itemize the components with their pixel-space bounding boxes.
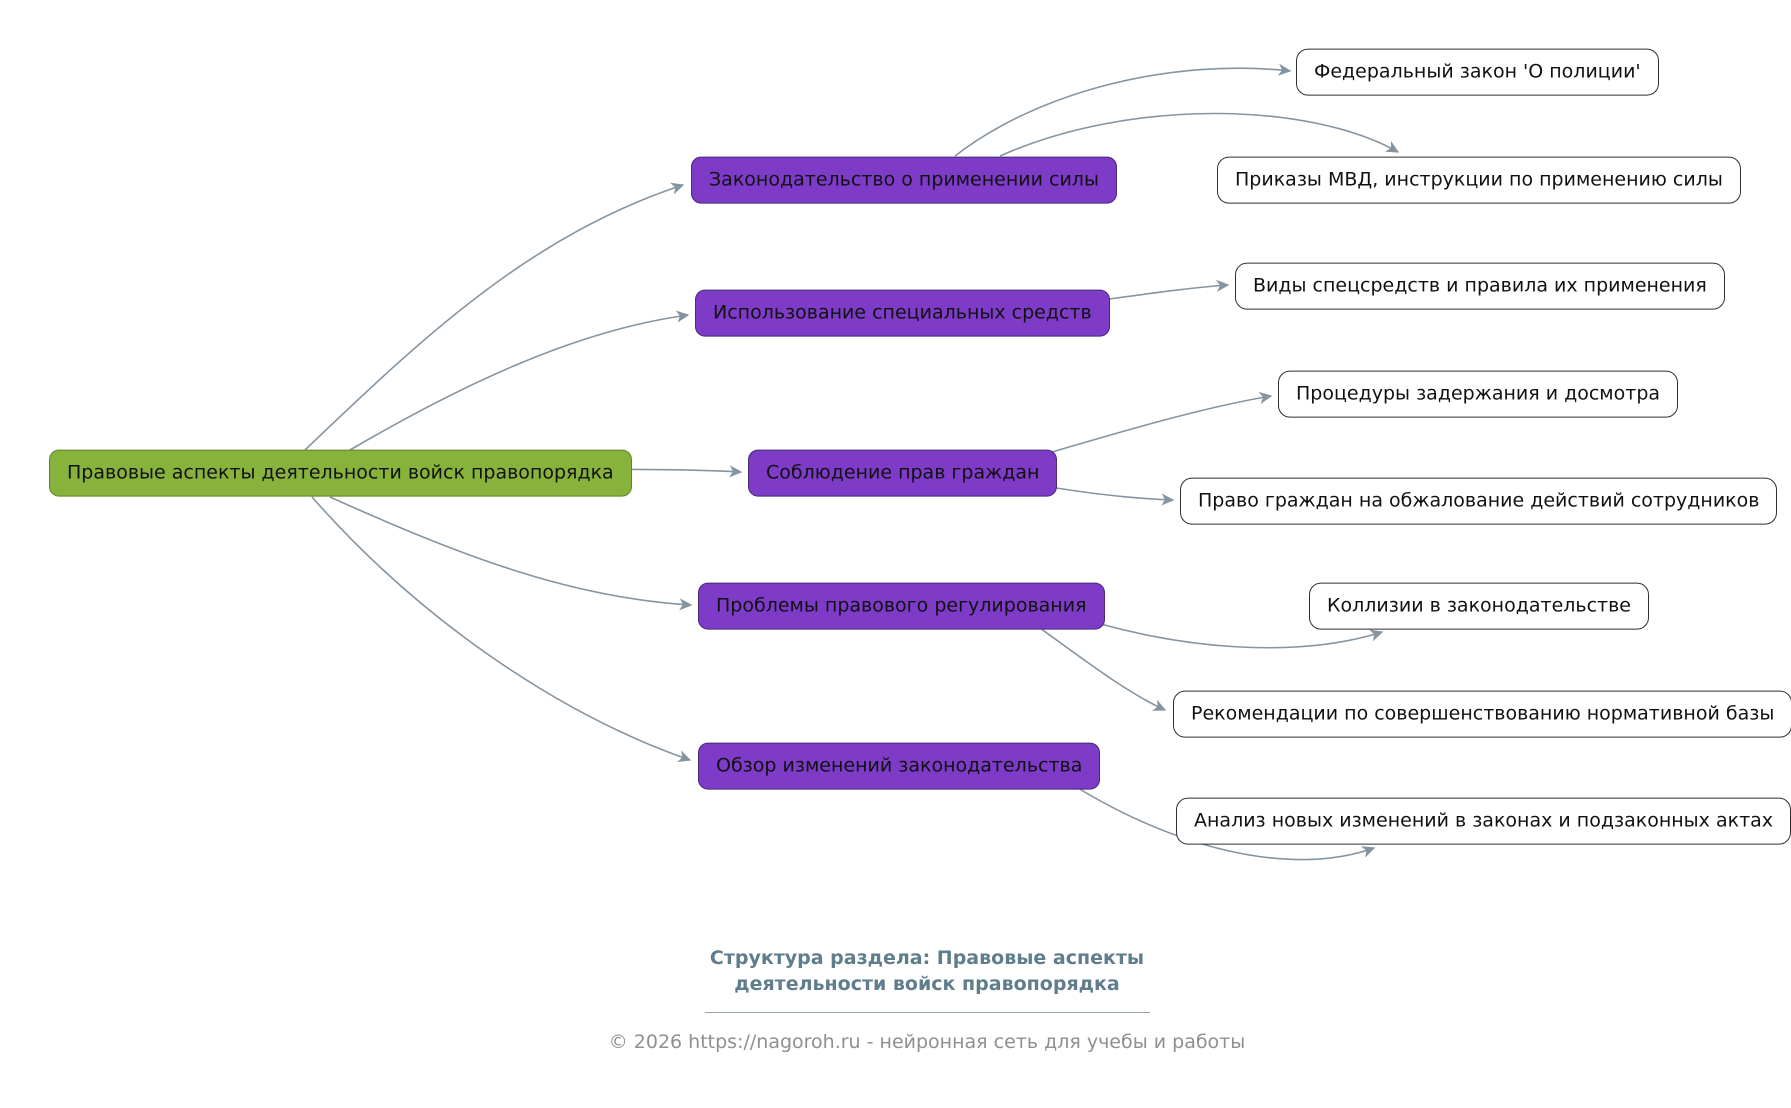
branch-node-legislation-on-force: Законодательство о применении силы xyxy=(691,156,1117,204)
leaf-node-normative-base-recommendations: Рекомендации по совершенствованию нормат… xyxy=(1173,690,1791,738)
branch-node-legislation-changes-review: Обзор изменений законодательства xyxy=(698,742,1101,790)
footer: Структура раздела: Правовые аспекты деят… xyxy=(547,946,1307,1053)
branch-node-legal-regulation-problems: Проблемы правового регулирования xyxy=(698,582,1105,630)
footer-divider xyxy=(704,1012,1150,1014)
footer-title-line1: Структура раздела: Правовые аспекты xyxy=(709,947,1145,969)
leaf-node-special-means-types: Виды спецсредств и правила их применения xyxy=(1235,262,1725,310)
branch-node-special-means: Использование специальных средств xyxy=(695,289,1110,337)
leaf-node-legislation-collisions: Коллизии в законодательстве xyxy=(1309,582,1649,630)
root-node: Правовые аспекты деятельности войск прав… xyxy=(49,449,632,497)
edge-branch0-leaf0 xyxy=(954,63,1292,157)
leaf-node-new-changes-analysis: Анализ новых изменений в законах и подза… xyxy=(1176,797,1791,845)
edge-branch0-leaf1 xyxy=(999,112,1400,157)
copyright-text: © 2026 https://nagoroh.ru - нейронная се… xyxy=(608,1031,1246,1054)
branch-node-citizen-rights: Соблюдение прав граждан xyxy=(748,449,1058,497)
leaf-node-detention-procedures: Процедуры задержания и досмотра xyxy=(1278,370,1679,418)
edge-root-branch0 xyxy=(304,182,685,451)
edge-root-branch1 xyxy=(349,310,690,451)
edge-root-branch4 xyxy=(311,496,692,762)
leaf-node-appeal-rights: Право граждан на обжалование действий со… xyxy=(1180,477,1778,525)
edge-branch2-leaf0 xyxy=(1017,391,1273,463)
edge-root-branch3 xyxy=(329,496,693,611)
edge-branch3-leaf1 xyxy=(1039,627,1167,711)
footer-title-line2: деятельности войск правопорядка xyxy=(734,972,1120,995)
leaf-node-mvd-orders: Приказы МВД, инструкции по применению си… xyxy=(1217,156,1741,204)
leaf-node-federal-law-police: Федеральный закон 'О полиции' xyxy=(1296,48,1659,96)
